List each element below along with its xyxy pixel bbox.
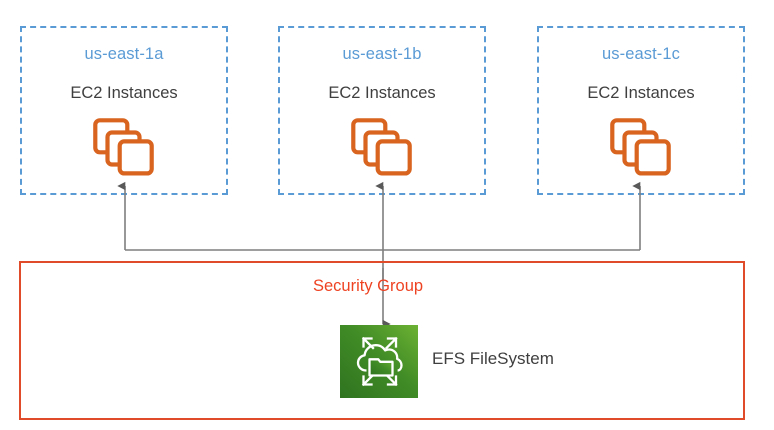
az-label-us-east-1c: us-east-1c	[601, 45, 681, 63]
security-group-boundary[interactable]	[19, 261, 745, 420]
ec2-instances-label-1c: EC2 Instances	[587, 84, 695, 102]
efs-filesystem-label: EFS FileSystem	[432, 349, 554, 368]
ec2-instances-icon[interactable]	[351, 118, 413, 176]
ec2-instances-icon[interactable]	[610, 118, 672, 176]
efs-filesystem-icon[interactable]	[340, 325, 418, 398]
az-label-us-east-1b: us-east-1b	[342, 45, 422, 63]
az-label-us-east-1a: us-east-1a	[84, 45, 164, 63]
availability-zone-us-east-1a[interactable]: us-east-1a EC2 Instances	[20, 26, 228, 195]
ec2-instances-icon[interactable]	[93, 118, 155, 176]
availability-zone-us-east-1c[interactable]: us-east-1c EC2 Instances	[537, 26, 745, 195]
availability-zone-us-east-1b[interactable]: us-east-1b EC2 Instances	[278, 26, 486, 195]
ec2-instances-label-1a: EC2 Instances	[70, 84, 178, 102]
ec2-instances-label-1b: EC2 Instances	[328, 84, 436, 102]
security-group-label: Security Group	[313, 277, 424, 295]
